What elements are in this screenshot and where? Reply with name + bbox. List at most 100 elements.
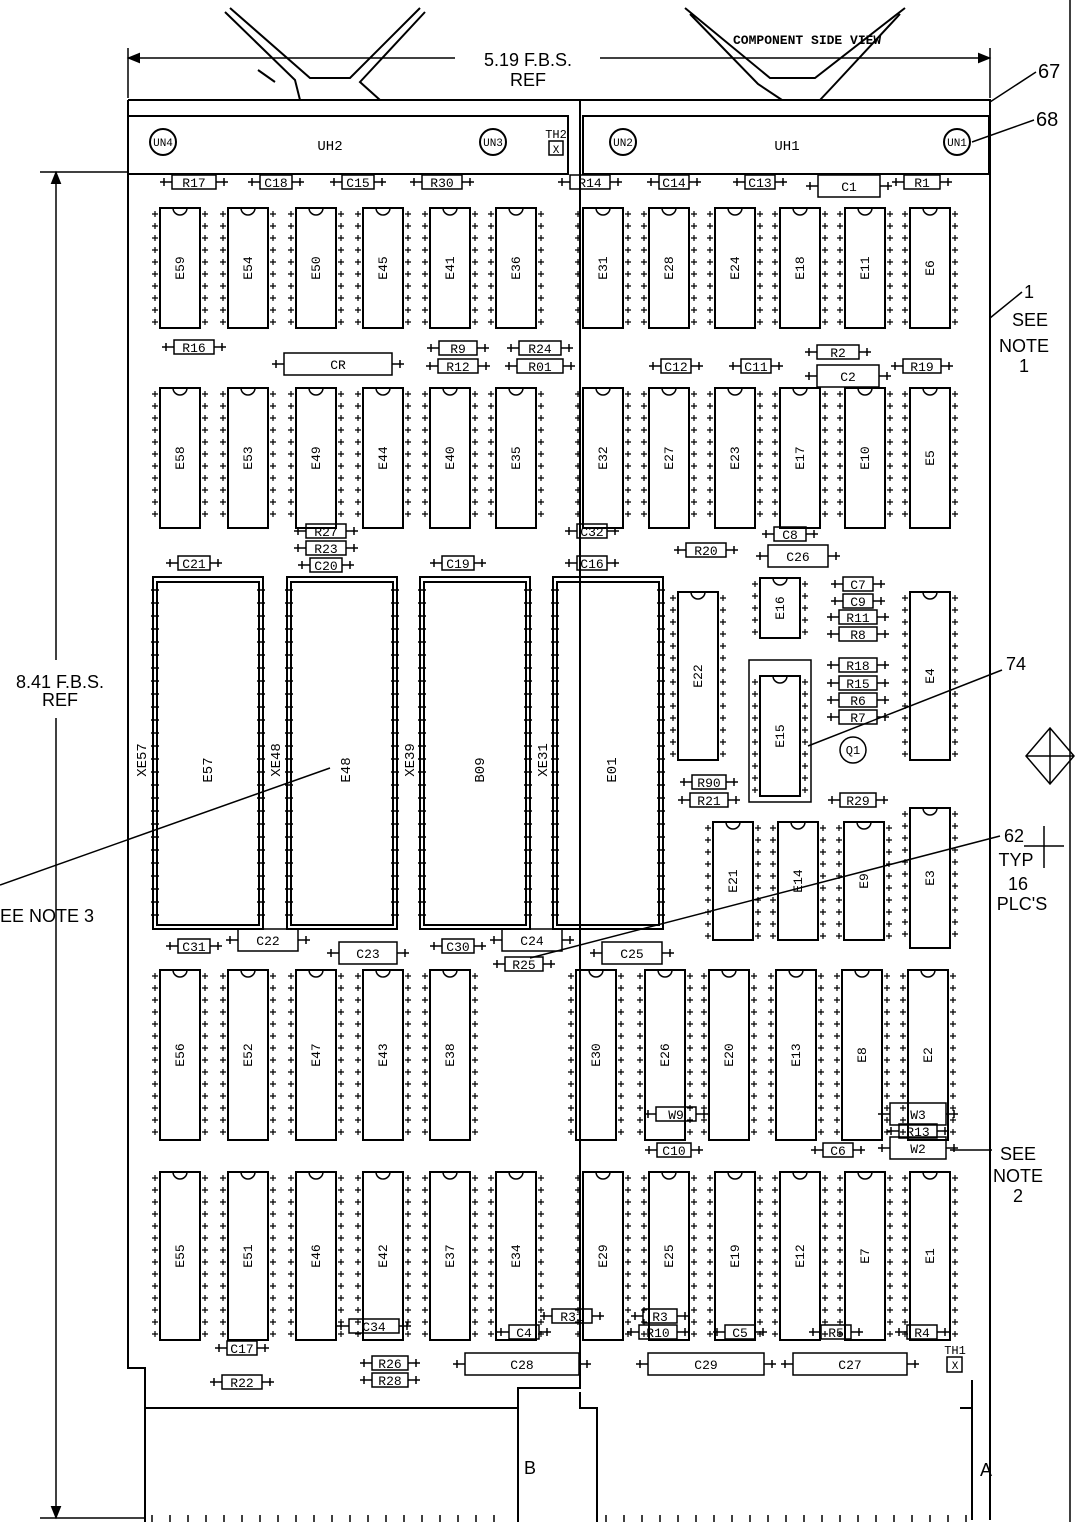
part-c15: C15 (330, 174, 386, 191)
edge-finger-ticks (151, 1515, 967, 1522)
uh1-label: UH1 (774, 139, 799, 155)
part-c18: C18 (248, 174, 304, 191)
chip-e7-label: E7 (858, 1248, 873, 1264)
part-r19-label: R19 (910, 360, 933, 375)
chip-e44: E44 (355, 387, 411, 529)
chip-e45-label: E45 (376, 256, 391, 279)
note1-line2: NOTE (999, 336, 1049, 356)
part-c21-label: C21 (182, 557, 206, 572)
transistor-q1 (839, 736, 867, 764)
part-c10: C10 (645, 1142, 703, 1159)
chip-e50: E50 (288, 207, 344, 329)
part-r8-label: R8 (850, 628, 866, 643)
part-r7-label: R7 (850, 711, 866, 726)
chip-e49-label: E49 (309, 446, 324, 469)
part-r4: R4 (895, 1324, 949, 1341)
chip-e1-label: E1 (923, 1248, 938, 1264)
part-r90: R90 (680, 774, 738, 791)
chip-e50-label: E50 (309, 256, 324, 279)
part-r7: R7 (827, 709, 889, 726)
part-r90-label: R90 (697, 776, 720, 791)
board-outline (127, 99, 581, 1522)
part-c1: C1 (806, 174, 892, 198)
part-r24-label: R24 (528, 342, 552, 357)
handle-bar-uh1 (582, 115, 990, 175)
chip-e15: E15 (752, 675, 808, 797)
chip-e18: E18 (772, 207, 828, 329)
part-c17: C17 (215, 1340, 269, 1357)
part-c6-label: C6 (830, 1144, 846, 1159)
part-r26-label: R26 (378, 1357, 401, 1372)
part-r31: R31 (540, 1308, 604, 1325)
part-c26: C26 (756, 544, 840, 568)
part-w9: W9 (644, 1106, 708, 1123)
part-r31-label: R31 (560, 1310, 584, 1325)
chip-e46-label: E46 (309, 1244, 324, 1267)
callout-plcs-count: 16 (1008, 874, 1028, 894)
part-c7-label: C7 (850, 578, 866, 593)
chip-e43-label: E43 (376, 1043, 391, 1066)
height-dim-text: 8.41 F.B.S. (16, 672, 104, 692)
un2-label: UN2 (613, 138, 633, 150)
part-r25-label: R25 (512, 958, 535, 973)
chip-e37-label: E37 (443, 1244, 458, 1267)
chip-e54-label: E54 (241, 256, 256, 280)
chip-e27: E27 (641, 387, 697, 529)
th1-x: X (952, 1361, 959, 1373)
chip-e17-label: E17 (793, 446, 808, 469)
part-r8: R8 (827, 626, 889, 643)
un3-label: UN3 (483, 138, 503, 150)
part-r20: R20 (674, 542, 738, 559)
part-r14-label: R14 (578, 176, 602, 191)
chip-e8-label: E8 (855, 1047, 870, 1063)
height-dim-ref: REF (42, 690, 78, 710)
th2-box (548, 140, 564, 156)
part-c19-label: C19 (446, 557, 469, 572)
chip-e31: E31 (575, 207, 631, 329)
leader-62 (529, 835, 1001, 959)
part-c25: C25 (590, 941, 674, 965)
big-ic-pin-row-3 (551, 589, 665, 916)
part-r29-label: R29 (846, 794, 869, 809)
chip-e59-label: E59 (173, 256, 188, 279)
part-c18-label: C18 (264, 176, 287, 191)
part-c32: C32 (565, 523, 619, 540)
part-r22: R22 (210, 1374, 274, 1391)
part-c4: C4 (497, 1324, 551, 1341)
callout-plcs: PLC'S (997, 894, 1047, 914)
chip-e38: E38 (422, 969, 478, 1141)
callout-74: 74 (1006, 654, 1026, 674)
part-c23: C23 (327, 941, 409, 965)
chip-e45: E45 (355, 207, 411, 329)
part-r28: R28 (360, 1372, 420, 1389)
chip-e19: E19 (707, 1171, 763, 1341)
chip-e44-label: E44 (376, 446, 391, 470)
part-w3-label: W3 (910, 1108, 926, 1123)
part-r12: R12 (426, 358, 490, 375)
part-r15: R15 (827, 675, 889, 692)
chip-e58-label: E58 (173, 446, 188, 469)
ejector-lever-right (684, 7, 906, 101)
part-c29-label: C29 (694, 1358, 717, 1373)
chip-e30: E30 (568, 969, 624, 1141)
part-r16-label: R16 (182, 341, 205, 356)
chip-e42-label: E42 (376, 1244, 391, 1267)
chip-e23: E23 (707, 387, 763, 529)
chip-e1: E1 (902, 1171, 958, 1341)
chip-e24: E24 (707, 207, 763, 329)
chip-e26: E26 (637, 969, 693, 1141)
chip-e16: E16 (752, 577, 808, 639)
chip-e12-label: E12 (793, 1244, 808, 1267)
chip-e34: E34 (488, 1171, 544, 1341)
big-ic-outlines (152, 576, 664, 930)
chip-e11: E11 (837, 207, 893, 329)
part-r6: R6 (827, 692, 889, 709)
handle-holes (149, 128, 971, 156)
part-r22-label: R22 (230, 1376, 253, 1391)
chip-e22: E22 (670, 591, 726, 761)
chip-e43: E43 (355, 969, 411, 1141)
chip-e18-label: E18 (793, 256, 808, 279)
chip-e6: E6 (902, 207, 958, 329)
part-r12-label: R12 (446, 360, 469, 375)
